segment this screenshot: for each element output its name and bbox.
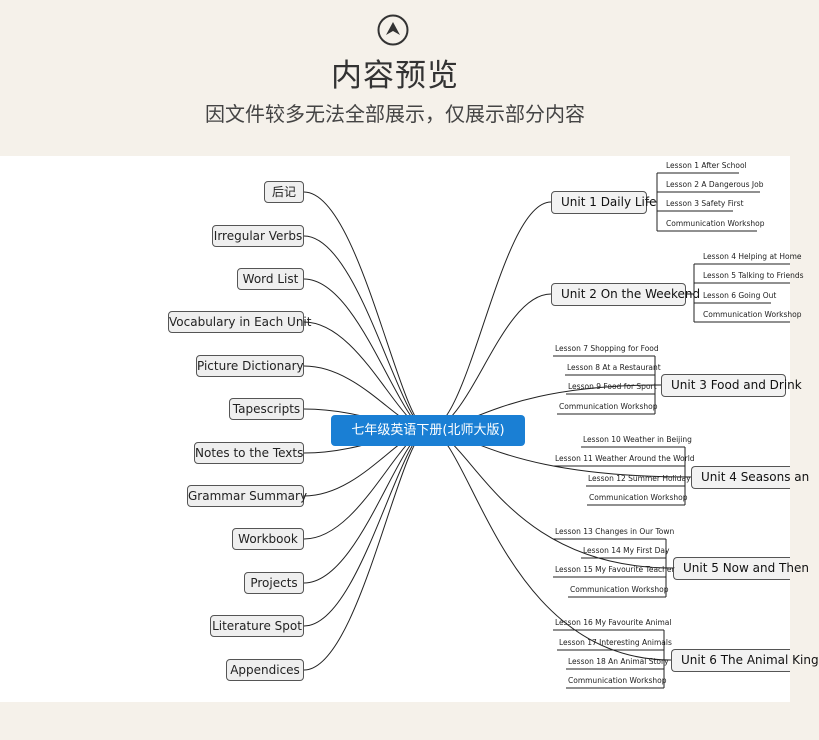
lesson-item[interactable]: Lesson 12 Summer Holiday [588, 474, 691, 483]
unit-5-node[interactable]: Unit 5 Now and Then [673, 557, 809, 580]
left-node-literature-spot[interactable]: Literature Spot [210, 615, 304, 637]
lesson-item[interactable]: Lesson 9 Food for Sport [568, 382, 657, 391]
page-subtitle: 因文件较多无法全部展示，仅展示部分内容 [205, 102, 585, 126]
lesson-item[interactable]: Communication Workshop [559, 402, 658, 411]
chevron-up-circle-icon [377, 14, 409, 46]
lesson-item[interactable]: Lesson 16 My Favourite Animal [555, 618, 672, 627]
lesson-item[interactable]: Lesson 6 Going Out [703, 291, 777, 300]
header: 内容预览 因文件较多无法全部展示，仅展示部分内容 [0, 0, 790, 156]
left-node-vocabulary[interactable]: Vocabulary in Each Unit [168, 311, 311, 333]
left-node-word-list[interactable]: Word List [237, 268, 304, 290]
lesson-item[interactable]: Lesson 5 Talking to Friends [703, 271, 804, 280]
left-node-grammar-summary[interactable]: Grammar Summary [187, 485, 307, 507]
lesson-item[interactable]: Lesson 8 At a Restaurant [567, 363, 661, 372]
left-node-projects[interactable]: Projects [244, 572, 304, 594]
lesson-item[interactable]: Communication Workshop [589, 493, 688, 502]
lesson-item[interactable]: Lesson 14 My First Day [583, 546, 670, 555]
lesson-item[interactable]: Lesson 10 Weather in Beijing [583, 435, 692, 444]
unit-6-node[interactable]: Unit 6 The Animal King [671, 649, 819, 672]
unit-1-node[interactable]: Unit 1 Daily Life [551, 191, 657, 214]
lesson-item[interactable]: Communication Workshop [570, 585, 669, 594]
left-node-tapescripts[interactable]: Tapescripts [229, 398, 304, 420]
lesson-item[interactable]: Lesson 4 Helping at Home [703, 252, 802, 261]
left-node-postscript[interactable]: 后记 [264, 181, 304, 203]
lesson-item[interactable]: Communication Workshop [666, 219, 765, 228]
lesson-item[interactable]: Lesson 7 Shopping for Food [555, 344, 659, 353]
left-node-notes[interactable]: Notes to the Texts [194, 442, 304, 464]
page-title: 内容预览 [331, 58, 459, 94]
mindmap-connectors [303, 172, 790, 689]
lesson-item[interactable]: Lesson 1 After School [666, 161, 747, 170]
unit-2-node[interactable]: Unit 2 On the Weekend [551, 283, 700, 306]
lesson-item[interactable]: Lesson 15 My Favourite Teacher [555, 565, 675, 574]
left-node-appendices[interactable]: Appendices [226, 659, 304, 681]
left-node-workbook[interactable]: Workbook [232, 528, 304, 550]
left-node-irregular-verbs[interactable]: Irregular Verbs [212, 225, 304, 247]
unit-3-node[interactable]: Unit 3 Food and Drink [661, 374, 802, 397]
lesson-item[interactable]: Lesson 11 Weather Around the World [555, 454, 695, 463]
left-node-picture-dictionary[interactable]: Picture Dictionary [196, 355, 304, 377]
lesson-item[interactable]: Communication Workshop [703, 310, 802, 319]
lesson-item[interactable]: Lesson 13 Changes in Our Town [555, 527, 675, 536]
root-node[interactable]: 七年级英语下册(北师大版) [331, 415, 525, 446]
footer-band [0, 702, 790, 740]
lesson-item[interactable]: Lesson 2 A Dangerous Job [666, 180, 764, 189]
lesson-item[interactable]: Communication Workshop [568, 676, 667, 685]
lesson-item[interactable]: Lesson 17 Interesting Animals [559, 638, 672, 647]
lesson-item[interactable]: Lesson 3 Safety First [666, 199, 744, 208]
lesson-item[interactable]: Lesson 18 An Animal Story [568, 657, 669, 666]
unit-4-node[interactable]: Unit 4 Seasons an [691, 466, 809, 489]
